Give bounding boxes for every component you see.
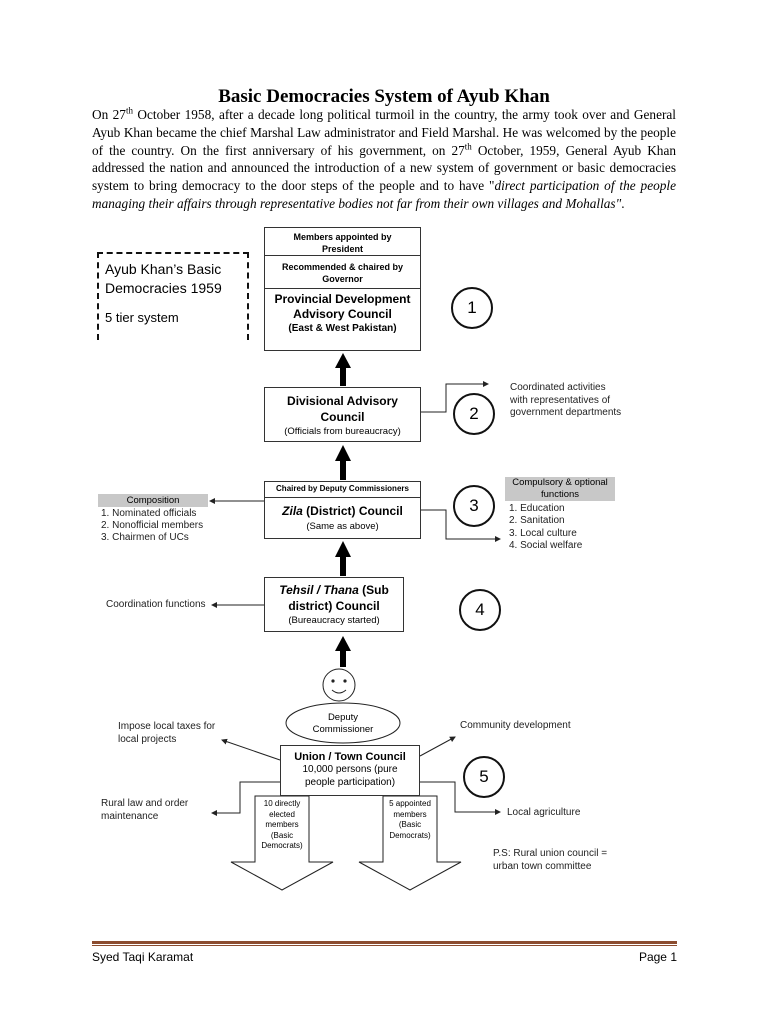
- appointed-members-arrow: [358, 795, 462, 891]
- tier4-sub: (Bureaucracy started): [288, 615, 380, 626]
- composition-item: 1. Nominated officials: [101, 508, 197, 519]
- tier3-number: 3: [469, 496, 479, 515]
- tier1-name: Provincial Development Advisory Council: [274, 292, 411, 321]
- tier5-box: Union / Town Council 10,000 persons (pur…: [280, 745, 420, 796]
- tier4-box: Tehsil / Thana (Sub district) Council (B…: [264, 577, 404, 632]
- functions-arrow: [420, 509, 501, 542]
- intro-sup-1: th: [125, 105, 133, 116]
- legend-line-1: Ayub Khan’s Basic: [105, 261, 222, 277]
- tier3-sub: (Same as above): [306, 521, 379, 532]
- up-arrow-2-1: [335, 353, 351, 386]
- tier2-box: Divisional Advisory Council (Officials f…: [264, 387, 421, 442]
- tier1-mid: Recommended & chaired by Governor: [265, 256, 420, 289]
- tier4-name: Tehsil / Thana (Sub district) Council: [265, 582, 403, 614]
- functions-item: 2. Sanitation: [509, 515, 565, 526]
- elected-members-label: 10 directly elected members (Basic Democ…: [261, 799, 303, 850]
- elected-members-arrow: [230, 795, 334, 891]
- tier3-top: Chaired by Deputy Commissioners: [265, 482, 420, 498]
- legend-box: Ayub Khan’s Basic Democracies 1959 5 tie…: [97, 252, 249, 340]
- tier1-sub: (East & West Pakistan): [288, 323, 397, 334]
- deputy-commissioner-face-icon: [322, 668, 356, 702]
- deputy-commissioner-label: Deputy Commissioner: [312, 712, 374, 735]
- up-arrow-3-2: [335, 445, 351, 480]
- tier2-name: Divisional Advisory Council: [287, 394, 398, 424]
- footer-rule-thin: [92, 945, 677, 946]
- composition-title: Composition: [98, 494, 208, 507]
- ps-note: P.S: Rural union council = urban town co…: [493, 848, 608, 872]
- tier4-name-rest: (Sub district) Council: [288, 583, 389, 613]
- tier2-number: 2: [469, 404, 479, 423]
- tier5-right-top-note: Community development: [460, 720, 571, 731]
- functions-item: 3. Local culture: [509, 528, 577, 539]
- tier1-number-circle: [451, 287, 493, 329]
- intro-sup-2: th: [464, 141, 472, 152]
- tier5-left-top-note: Impose local taxes for local projects: [118, 721, 216, 745]
- agriculture-arrow: [420, 781, 501, 815]
- tier5-right-bottom-note: Local agriculture: [507, 807, 581, 818]
- page-title: Basic Democracies System of Ayub Khan: [218, 86, 550, 107]
- tier5-sub: 10,000 persons (pure people participatio…: [302, 764, 398, 788]
- tier4-name-italic: Tehsil / Thana: [279, 583, 359, 597]
- functions-item: 4. Social welfare: [509, 540, 583, 551]
- law-order-arrow: [211, 781, 280, 816]
- tier1-number: 1: [467, 298, 477, 317]
- tier3-box: Chaired by Deputy Commissioners Zila (Di…: [264, 481, 421, 539]
- tier4-note: Coordination functions: [106, 599, 206, 610]
- composition-item: 2. Nonofficial members: [101, 520, 204, 531]
- up-arrow-4-3: [335, 541, 351, 576]
- intro-text-2: October 1958, after a decade long politi…: [92, 107, 676, 158]
- tier2-sub: (Officials from bureaucracy): [284, 426, 401, 437]
- intro-text-3: October, 1959, General Ayub Khan address…: [92, 142, 676, 194]
- tier3-name-rest: (District) Council: [302, 504, 403, 518]
- footer-page-number: Page 1: [638, 950, 677, 964]
- functions-item: 1. Education: [509, 503, 565, 514]
- intro-text-1: On 27: [92, 107, 126, 122]
- footer-author: Syed Taqi Karamat: [92, 950, 194, 964]
- tier5-left-bottom-note: Rural law and order maintenance: [101, 798, 189, 822]
- deputy-commissioner-ellipse: [285, 702, 401, 744]
- tier5-number: 5: [479, 767, 489, 786]
- tier2-note: Coordinated activities with representati…: [510, 382, 622, 418]
- tier1-box: Members appointed by President Recommend…: [264, 227, 421, 351]
- tier2-number-circle: [453, 393, 495, 435]
- legend-line-2: Democracies 1959: [105, 280, 222, 296]
- intro-end: .: [621, 195, 625, 211]
- tier1-top: Members appointed by President: [265, 228, 420, 256]
- intro-paragraph: On 27th October 1958, after a decade lon…: [92, 106, 676, 213]
- tier3-name: Zila (District) Council: [265, 498, 420, 520]
- tier3-number-circle: [453, 485, 495, 527]
- intro-quote: direct participation of the people manag…: [92, 178, 676, 211]
- legend-line-3: 5 tier system: [105, 310, 179, 325]
- tier4-number: 4: [475, 600, 485, 619]
- functions-title: Compulsory & optional functions: [505, 477, 615, 501]
- tier2-note-arrow: [420, 381, 489, 413]
- appointed-members-label: 5 appointed members (Basic Democrats): [389, 799, 431, 840]
- tier5-name: Union / Town Council: [294, 751, 406, 763]
- up-arrow-5-4: [335, 636, 351, 667]
- footer-rule: [92, 941, 677, 944]
- community-arrow: [419, 736, 456, 757]
- tier5-number-circle: [463, 756, 505, 798]
- composition-item: 3. Chairmen of UCs: [101, 532, 189, 543]
- taxes-arrow: [221, 738, 281, 761]
- tier3-name-italic: Zila: [282, 504, 303, 518]
- tier4-number-circle: [459, 589, 501, 631]
